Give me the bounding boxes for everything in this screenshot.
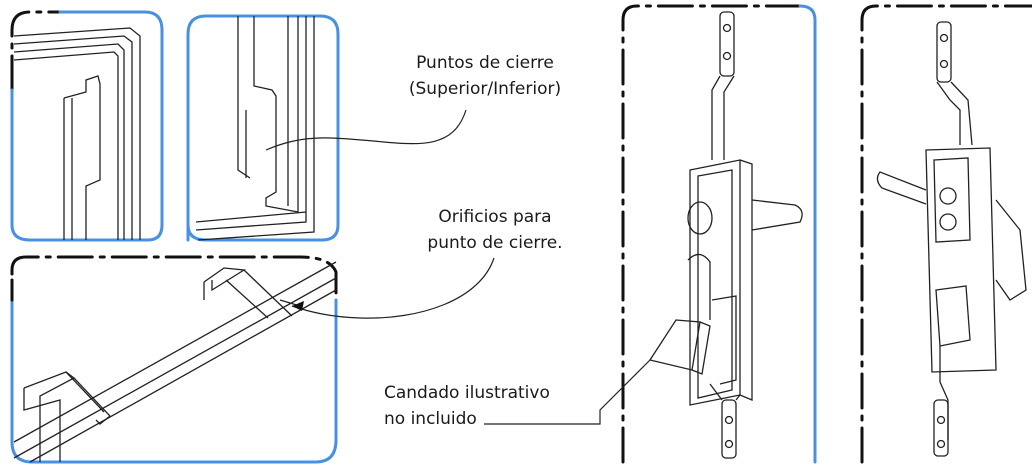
callout-closing-points: Puntos de cierre (Superior/Inferior): [370, 50, 600, 102]
callout-closing-points-line2: (Superior/Inferior): [408, 79, 562, 99]
frame-corner-detail: [13, 27, 141, 240]
callout-holes-line2: punto de cierre.: [427, 233, 563, 253]
leader-padlock: [484, 359, 651, 425]
detail-panel-bottom-left: [10, 255, 338, 464]
callout-padlock-line1: Candado ilustrativo: [384, 383, 550, 403]
detail-panel-top-middle: [186, 14, 340, 242]
detail-panel-top-left: [10, 10, 164, 242]
leader-closing-points: [265, 109, 467, 151]
lock-panel-rear: [860, 4, 1032, 464]
lock-assembly-rear: [876, 21, 1027, 457]
callout-closing-points-line1: Puntos de cierre: [416, 53, 554, 73]
lock-panel-front: [621, 4, 817, 464]
callout-padlock-line2: no incluido: [384, 409, 477, 429]
callout-holes: Orificios para punto de cierre.: [380, 204, 610, 256]
rail-detail: [13, 261, 337, 463]
leader-lines: [265, 109, 651, 425]
callout-holes-line1: Orificios para: [438, 207, 552, 227]
leader-arrowhead: [292, 301, 304, 311]
lock-assembly-front: [648, 11, 803, 459]
leader-holes: [291, 257, 495, 319]
profile-detail: [195, 16, 315, 241]
callout-padlock: Candado ilustrativo no incluido: [384, 380, 550, 432]
